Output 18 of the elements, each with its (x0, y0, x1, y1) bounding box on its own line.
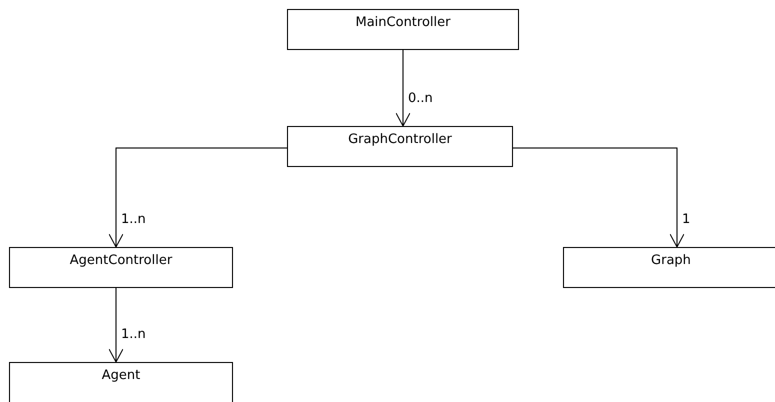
class-box (9, 362, 233, 402)
association-arrow (512, 148, 684, 248)
association-arrow (108, 148, 288, 248)
class-name: MainController (356, 15, 450, 30)
class-name: AgentController (70, 253, 172, 268)
multiplicity-label: 1 (681, 213, 692, 226)
multiplicity-label: 0..n (407, 92, 434, 105)
class-name: Graph (651, 253, 691, 268)
class-name: GraphController (348, 132, 452, 147)
class-box (9, 247, 233, 288)
association-arrow (108, 288, 124, 362)
class-box (563, 247, 775, 288)
multiplicity-label: 1..n (120, 328, 147, 341)
association-arrow (396, 50, 410, 126)
class-box (287, 126, 513, 167)
class-name: Agent (102, 368, 140, 383)
multiplicity-label: 1..n (120, 213, 147, 226)
class-box (287, 9, 519, 50)
